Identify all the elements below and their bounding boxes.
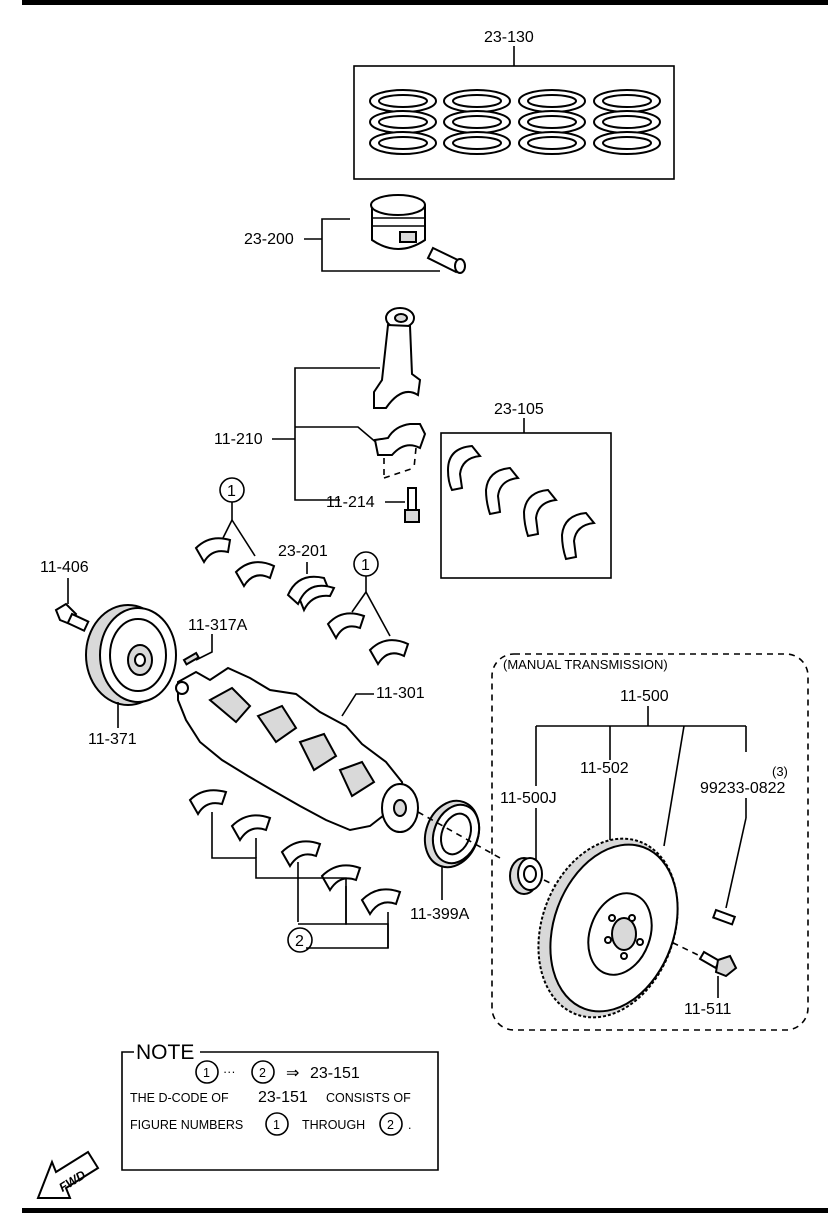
ring-set-3 (518, 89, 586, 155)
dowel-pin[interactable] (711, 908, 737, 926)
label-flywheel-assy: 11-500 (620, 688, 669, 705)
label-flywheel-bolt: 11-511 (684, 1001, 732, 1018)
callout-2-number: 2 (295, 933, 304, 950)
note-arrow: ⇒ (286, 1065, 299, 1082)
note-line3-n2: 2 (387, 1118, 394, 1132)
piston-rings-group[interactable]: 23-130 (353, 29, 675, 180)
ring-set-2 (443, 89, 511, 155)
flywheel-bolt[interactable] (698, 950, 738, 978)
note-title: NOTE (136, 1041, 194, 1064)
bottom-border (22, 1208, 828, 1213)
note-line2-a: THE D-CODE OF (130, 1091, 229, 1105)
ring-set-1 (369, 89, 437, 155)
note-box: NOTE 1 ··· 2 ⇒ 23-151 THE D-CODE OF 23-1… (121, 1041, 439, 1171)
manual-transmission-group: (MANUAL TRANSMISSION) 11-500 11-500J 11-… (491, 653, 809, 1037)
note-line3-b: THROUGH (302, 1118, 365, 1132)
crank-key-group[interactable]: 11-317A (182, 617, 248, 666)
label-thrust-washer: 23-201 (278, 543, 328, 560)
piston-group[interactable]: 23-200 (244, 194, 466, 274)
note-line3-n1: 1 (273, 1118, 280, 1132)
conn-rod-bolt-group[interactable]: 11-214 (326, 487, 420, 523)
thrust-washer-group[interactable]: 23-201 (278, 543, 336, 613)
main-bearing-shells-2 (326, 612, 410, 666)
fwd-arrow-icon: FWD (36, 1150, 100, 1199)
top-border (22, 0, 828, 5)
callout-1-lower-number: 1 (361, 557, 370, 574)
label-connecting-rod: 11-210 (214, 431, 263, 448)
rod-bearings-group[interactable]: 23-105 (440, 401, 612, 579)
label-rear-oil-seal: 11-399A (410, 906, 470, 923)
ring-set-4 (593, 89, 661, 155)
label-rod-bearings: 23-105 (494, 401, 544, 418)
label-piston: 23-200 (244, 231, 294, 248)
callout-1-lower: 1 (326, 551, 410, 666)
label-crank-pulley: 11-371 (88, 731, 137, 748)
label-piston-rings: 23-130 (484, 29, 534, 46)
crankshaft-group[interactable]: 11-301 (175, 666, 425, 833)
note-ref-1: 1 (203, 1066, 210, 1080)
label-pilot-bearing: 11-500J (500, 790, 557, 807)
label-pulley-bolt: 11-406 (40, 559, 89, 576)
label-dowel-qty: (3) (772, 764, 788, 779)
note-line3-a: FIGURE NUMBERS (130, 1118, 243, 1132)
rear-oil-seal-group[interactable]: 11-399A (410, 793, 501, 923)
flywheel[interactable] (515, 819, 702, 1037)
rod-bearing-shells (446, 444, 596, 561)
callout-2-group: 2 (188, 789, 402, 953)
note-ellipsis: ··· (223, 1065, 236, 1079)
note-line2-code: 23-151 (258, 1089, 308, 1106)
label-conn-rod-bolt: 11-214 (326, 494, 375, 511)
label-dowel: 99233-0822 (700, 780, 786, 797)
crank-pulley-group[interactable]: 11-371 (85, 604, 177, 748)
connecting-rod-group[interactable]: 11-210 (214, 307, 427, 501)
main-bearing-shells-1 (194, 537, 276, 588)
pilot-bearing[interactable] (509, 857, 543, 895)
pulley-bolt-group[interactable]: 11-406 (40, 559, 90, 632)
label-crankshaft: 11-301 (376, 685, 425, 702)
note-dcode: 23-151 (310, 1065, 360, 1082)
label-crank-key: 11-317A (188, 617, 248, 634)
manual-transmission-label: (MANUAL TRANSMISSION) (503, 657, 668, 672)
note-line2-b: CONSISTS OF (326, 1091, 411, 1105)
note-line3-end: . (408, 1118, 411, 1132)
callout-1-upper-number: 1 (227, 483, 236, 500)
note-ref-2: 2 (259, 1066, 266, 1080)
label-flywheel: 11-502 (580, 760, 629, 777)
callout-1-upper: 1 (194, 477, 276, 588)
